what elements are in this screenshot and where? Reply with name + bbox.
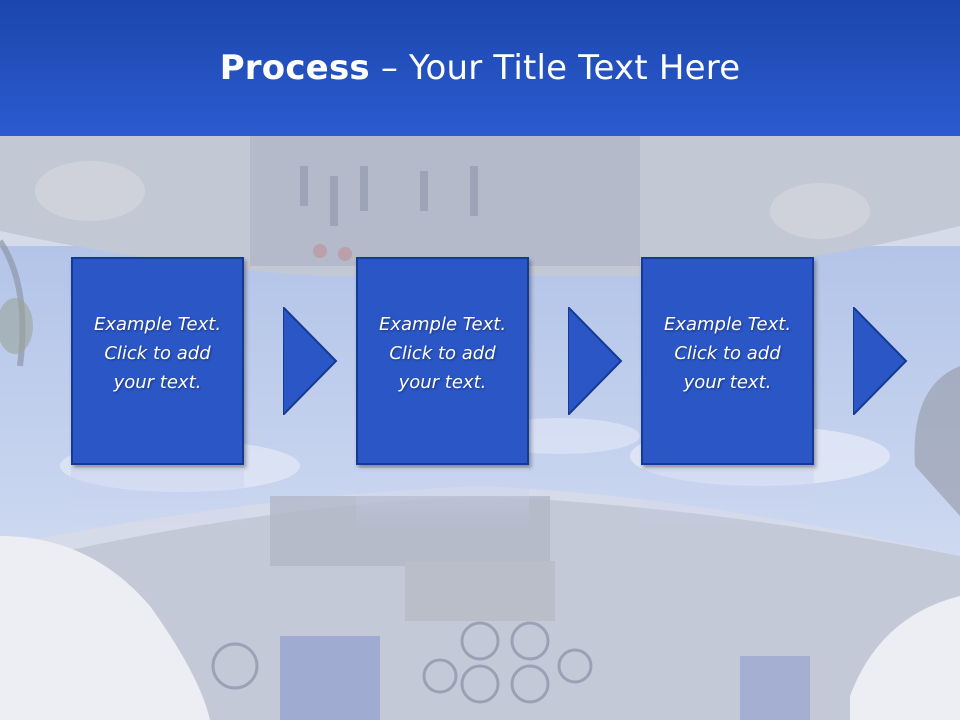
step-1-line-3: your text.	[113, 372, 202, 393]
process-step-2-text[interactable]: Example Text. Click to add your text.	[356, 310, 529, 397]
title-bold: Process	[219, 48, 370, 88]
title-rest: – Your Title Text Here	[369, 48, 741, 88]
process-arrow-1	[283, 307, 338, 415]
step-3-line-3: your text.	[683, 372, 772, 393]
step-2-line-1: Example Text.	[378, 314, 507, 335]
process-step-1-text[interactable]: Example Text. Click to add your text.	[71, 310, 244, 397]
step-3-line-2: Click to add	[674, 343, 781, 364]
process-step-2-reflection	[356, 468, 529, 528]
slide-title[interactable]: Process – Your Title Text Here	[220, 48, 741, 88]
process-step-3-reflection	[641, 468, 814, 528]
step-1-line-2: Click to add	[104, 343, 211, 364]
step-3-line-1: Example Text.	[663, 314, 792, 335]
process-step-3-box[interactable]	[641, 257, 814, 465]
process-step-1-reflection	[71, 468, 244, 528]
process-arrow-3	[853, 307, 908, 415]
step-2-line-3: your text.	[398, 372, 487, 393]
step-2-line-2: Click to add	[389, 343, 496, 364]
step-1-line-1: Example Text.	[93, 314, 222, 335]
process-step-3-text[interactable]: Example Text. Click to add your text.	[641, 310, 814, 397]
process-step-2-box[interactable]	[356, 257, 529, 465]
process-step-1-box[interactable]	[71, 257, 244, 465]
title-bar: Process – Your Title Text Here	[0, 0, 960, 136]
process-arrow-2	[568, 307, 623, 415]
